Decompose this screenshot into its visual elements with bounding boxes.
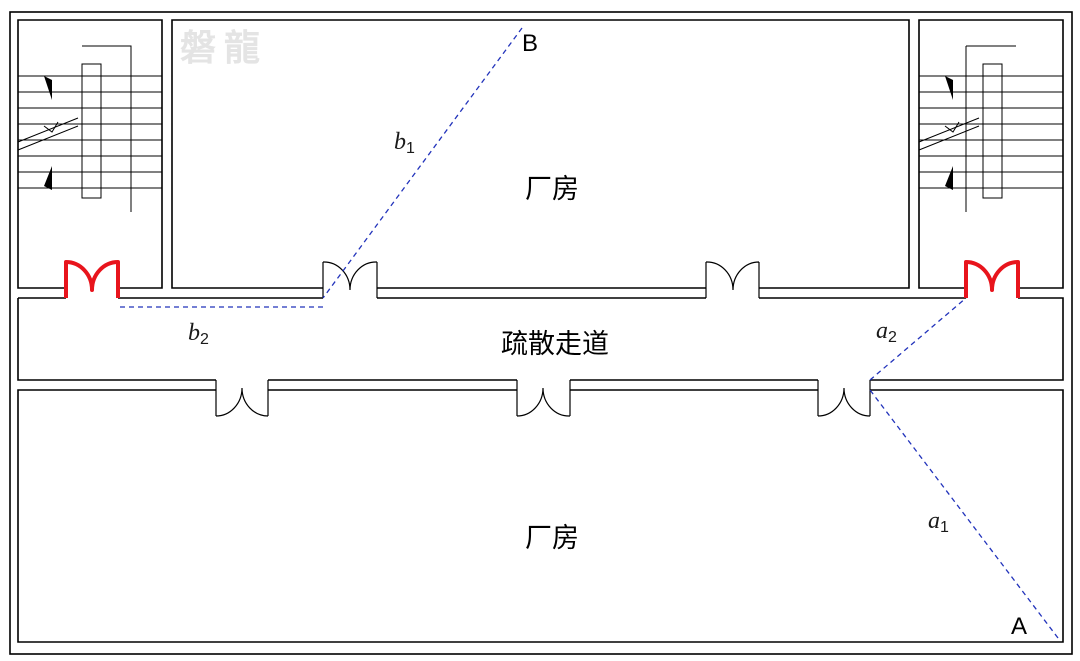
exit-door-right: [964, 260, 1020, 298]
door-lower-2: [516, 380, 571, 417]
segment-b1-label: b1: [394, 129, 415, 157]
upper-workshop-label: 厂房: [525, 174, 579, 205]
left-staircase: [17, 45, 162, 212]
stair-arrow-up-icon: [44, 76, 52, 100]
stair-arrow-up-icon: [945, 76, 953, 100]
lower-workshop-wall: [17, 389, 1064, 643]
watermark: 磐龍: [180, 27, 268, 69]
point-b-label: B: [522, 30, 538, 57]
exit-door-left: [64, 260, 120, 298]
door-lower-1: [215, 380, 269, 417]
route-a: [869, 297, 1059, 639]
corridor-label: 疏散走道: [501, 329, 609, 360]
outer-wall: [9, 11, 1073, 655]
route-b1: [322, 27, 523, 299]
segment-a1-label: a1: [928, 508, 949, 536]
right-staircase: [918, 45, 1063, 212]
route-b: [118, 27, 523, 308]
segment-b2-label: b2: [188, 320, 209, 348]
left-stair-wall: [17, 19, 163, 289]
stair-arrow-down-icon: [945, 166, 953, 190]
segment-a2-label: a2: [876, 318, 897, 346]
route-a2: [869, 297, 967, 381]
door-lower-3: [817, 380, 871, 417]
corridor-top-wall: [18, 297, 1064, 381]
stair-arrow-down-icon: [44, 166, 52, 190]
right-stair-wall: [918, 19, 1064, 289]
corridor-bottom-wall: [17, 298, 818, 381]
door-upper-2: [705, 261, 760, 298]
lower-workshop-label: 厂房: [525, 523, 579, 554]
route-a1: [869, 389, 1059, 639]
door-upper-1: [322, 261, 378, 298]
upper-workshop-wall: [171, 19, 910, 289]
point-a-label: A: [1011, 613, 1027, 640]
